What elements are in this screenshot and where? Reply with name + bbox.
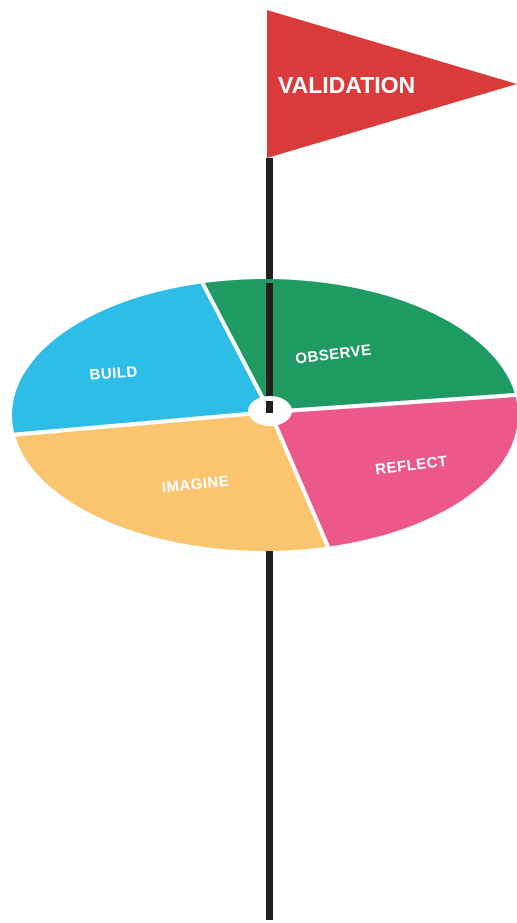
- segment-label-imagine: IMAGINE: [161, 473, 230, 497]
- pole-through-wheel: [266, 283, 273, 408]
- flag-label: VALIDATION: [278, 72, 415, 98]
- pole-lower: [266, 551, 273, 920]
- segment-label-build: BUILD: [89, 363, 138, 383]
- flag-pennant: [267, 10, 517, 158]
- validation-flag: VALIDATION: [267, 10, 517, 158]
- cycle-wheel: BUILD OBSERVE REFLECT IMAGINE: [12, 279, 517, 551]
- pole-hub-stub: [266, 401, 273, 413]
